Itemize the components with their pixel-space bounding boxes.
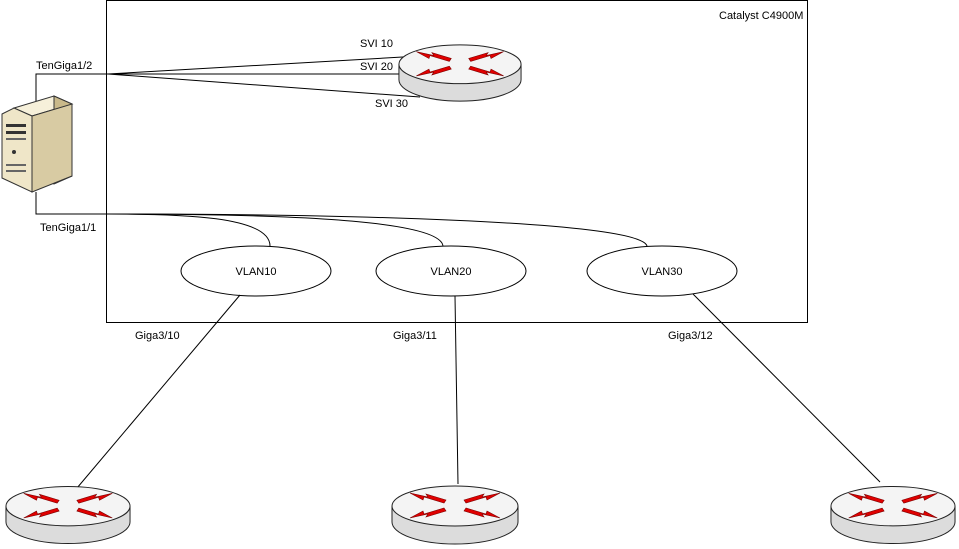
port-label-vlan30: Giga3/12: [668, 330, 713, 342]
trunk-line-vlan30: [107, 213, 648, 247]
vlan30-label: VLAN30: [642, 266, 683, 278]
trunk-line: [107, 213, 271, 247]
uplink-line-bottom: [35, 192, 108, 215]
vlan10-ellipse: [180, 245, 332, 297]
edge-router-3-icon: [830, 485, 956, 545]
link-vlan20-router: [454, 295, 459, 485]
uplink-line-top: [35, 73, 108, 108]
port-label-vlan10: Giga3/10: [135, 330, 180, 342]
edge-router-2-icon: [391, 485, 519, 545]
vlan10-label: VLAN10: [236, 266, 277, 278]
link-vlan10-router: [76, 294, 241, 489]
core-router-icon: [398, 44, 522, 102]
uplink-top-label: TenGiga1/2: [36, 60, 92, 72]
vlan20-ellipse: [375, 245, 527, 297]
chassis-label: Catalyst C4900M: [719, 10, 803, 22]
edge-router-1-icon: [5, 485, 131, 545]
svi-10-line: [107, 55, 421, 75]
link-vlan30-router: [692, 293, 881, 483]
svi-30-label: SVI 30: [375, 98, 408, 110]
vlan30-ellipse: [586, 245, 738, 297]
svi-10-label: SVI 10: [360, 38, 393, 50]
svi-20-label: SVI 20: [360, 61, 393, 73]
svi-30-line: [107, 73, 421, 98]
chassis-box: [106, 0, 808, 323]
port-label-vlan20: Giga3/11: [393, 330, 437, 342]
server-tower-icon: [1, 95, 74, 193]
uplink-bottom-label: TenGiga1/1: [40, 222, 96, 234]
vlan20-label: VLAN20: [431, 266, 472, 278]
trunk-line-vlan20: [107, 213, 444, 247]
